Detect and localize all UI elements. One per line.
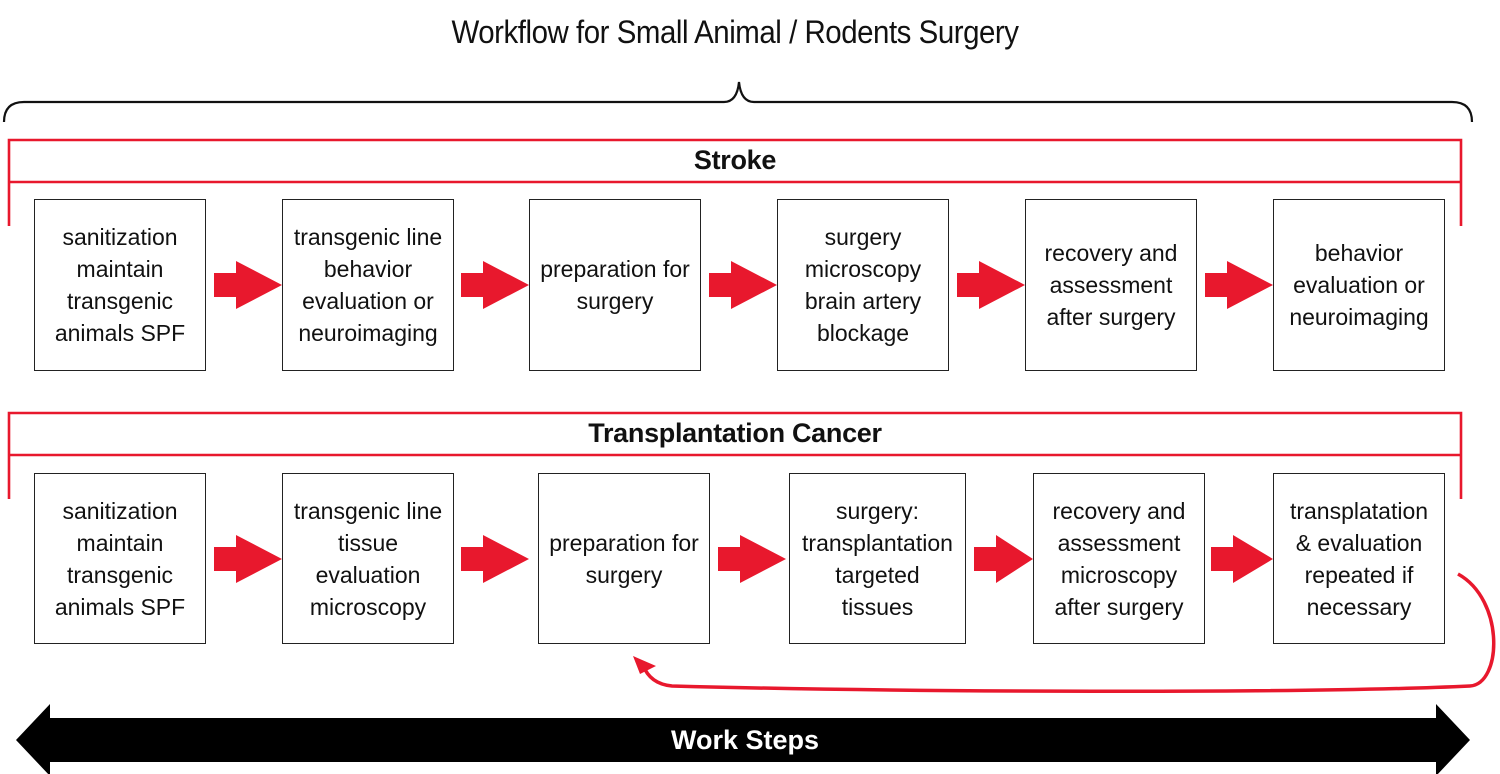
arrow-right-icon	[214, 261, 282, 309]
row-label-stroke: Stroke	[693, 145, 777, 175]
stroke-step-1: sanitization maintain transgenic animals…	[34, 199, 206, 371]
stroke-arrows	[214, 261, 1273, 309]
loop-back-arrowhead	[633, 656, 656, 674]
work-steps-arrow	[16, 704, 1470, 774]
stroke-bracket	[7, 138, 1463, 226]
arrow-right-icon	[709, 261, 777, 309]
stroke-step-4: surgery microscopy brain artery blockage	[777, 199, 949, 371]
stroke-step-5: recovery and assessment after surgery	[1025, 199, 1197, 371]
diagram-title: Workflow for Small Animal / Rodents Surg…	[451, 14, 1019, 50]
stroke-step-2: transgenic line behavior evaluation or n…	[282, 199, 454, 371]
step-text: sanitization maintain transgenic animals…	[54, 497, 186, 620]
stroke-step-3: preparation for surgery	[529, 199, 701, 371]
arrow-right-icon	[974, 535, 1033, 583]
cancer-step-1: sanitization maintain transgenic animals…	[34, 473, 206, 644]
step-text: sanitization maintain transgenic animals…	[54, 224, 186, 346]
top-brace	[2, 81, 1474, 123]
work-steps-label: Work Steps	[670, 725, 820, 755]
row-label-transplantation-cancer: Transplantation Cancer	[588, 418, 882, 448]
arrow-right-icon	[461, 261, 529, 309]
arrow-right-icon	[957, 261, 1025, 309]
cancer-step-5: recovery and assessment microscopy after…	[1033, 473, 1205, 644]
cancer-step-4: surgery: transplantation targeted tissue…	[789, 473, 966, 644]
arrow-right-icon	[1205, 261, 1273, 309]
cancer-arrows	[214, 535, 1273, 583]
step-text: recovery and assessment microscopy after…	[1052, 497, 1186, 620]
loop-back-arrow	[641, 572, 1496, 694]
cancer-step-6: transplatation & evaluation repeated if …	[1273, 473, 1445, 644]
arrow-right-icon	[461, 535, 529, 583]
step-text: transgenic line behavior evaluation or n…	[293, 224, 443, 346]
step-text: recovery and assessment after surgery	[1044, 240, 1178, 330]
step-text: surgery: transplantation targeted tissue…	[802, 497, 953, 620]
cancer-step-2: transgenic line tissue evaluation micros…	[282, 473, 454, 644]
step-text: transplatation & evaluation repeated if …	[1289, 497, 1429, 620]
step-text: preparation for surgery	[540, 256, 690, 314]
arrow-right-icon	[214, 535, 282, 583]
cancer-bracket	[7, 411, 1463, 499]
step-text: surgery microscopy brain artery blockage	[804, 224, 922, 346]
arrow-right-icon	[718, 535, 786, 583]
step-text: transgenic line tissue evaluation micros…	[293, 497, 443, 620]
cancer-step-3: preparation for surgery	[538, 473, 710, 644]
step-text: preparation for surgery	[549, 529, 699, 588]
step-text: behavior evaluation or neuroimaging	[1289, 240, 1429, 330]
stroke-step-6: behavior evaluation or neuroimaging	[1273, 199, 1445, 371]
arrow-right-icon	[1211, 535, 1273, 583]
